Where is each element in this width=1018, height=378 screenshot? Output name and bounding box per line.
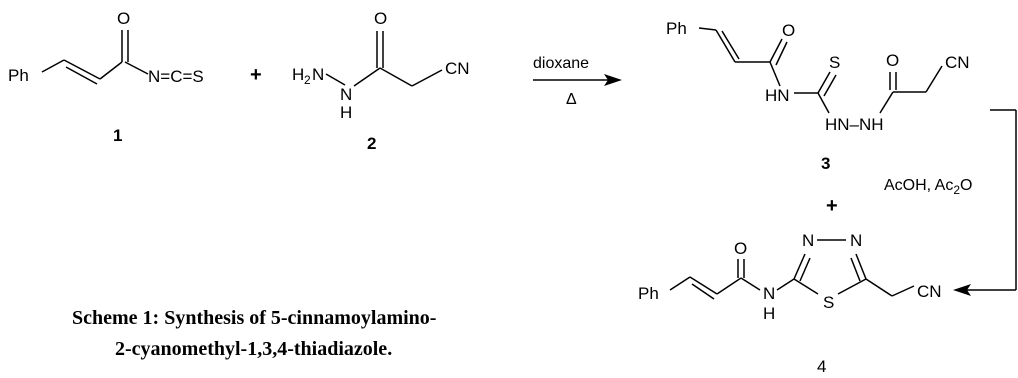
compound-4-ring-n2: N [850, 231, 862, 250]
compound-2-carbonyl-o: O [374, 9, 387, 28]
compound-3-structure: Ph O HN S HN–NH O CN 3 [666, 19, 970, 173]
compound-1-number: 1 [113, 126, 122, 145]
caption-line-2: 2-cyanomethyl-1,3,4-thiadiazole. [115, 338, 392, 360]
reaction-arrow-2: AcOH, Ac2O [884, 109, 1017, 296]
compound-1-carbonyl-o: O [117, 9, 130, 28]
plus-sign-2: + [826, 195, 838, 217]
scheme-caption: Scheme 1: Synthesis of 5-cinnamoylamino-… [72, 307, 436, 360]
compound-4-amide-h: H [763, 304, 775, 323]
compound-3-number: 3 [821, 154, 830, 173]
compound-3-thione-s: S [829, 53, 840, 72]
plus-sign-1: + [250, 64, 262, 86]
compound-2-h2n-h: H [292, 65, 304, 84]
compound-3-hydrazide-nh: HN–NH [825, 115, 884, 134]
compound-3-carbonyl-o2: O [886, 51, 899, 70]
arrow-1-reagent: dioxane [533, 55, 589, 72]
compound-4-structure: Ph O N H N N S CN 4 [638, 231, 942, 376]
compound-2-cn: CN [445, 59, 470, 78]
compound-1-structure: Ph O N=C=S 1 [8, 9, 204, 145]
compound-3-carbonyl-o1: O [782, 21, 795, 40]
caption-line-1: Scheme 1: Synthesis of 5-cinnamoylamino- [72, 307, 436, 329]
compound-4-number: 4 [817, 357, 826, 376]
compound-1-isothiocyanate: N=C=S [148, 67, 204, 86]
compound-2-h2n-subscript: 2 [304, 73, 311, 87]
compound-2-structure: H 2 N N H O CN 2 [292, 9, 470, 153]
compound-4-amide-n: N [763, 284, 775, 303]
compound-3-ph-label: Ph [666, 19, 687, 38]
compound-1-ph-label: Ph [8, 66, 29, 85]
compound-3-cn: CN [945, 53, 970, 72]
compound-4-ring-n1: N [802, 231, 814, 250]
compound-4-cn: CN [917, 282, 942, 301]
compound-4-ph-label: Ph [638, 284, 659, 303]
compound-4-ring-s: S [823, 293, 834, 312]
arrow-1-condition: Δ [566, 91, 577, 108]
compound-2-h2n-n: N [312, 65, 324, 84]
compound-2-nh-h: H [340, 103, 352, 122]
compound-2-nh-n: N [340, 85, 352, 104]
compound-4-carbonyl-o: O [734, 239, 747, 258]
compound-3-hn-amide: HN [765, 86, 790, 105]
reaction-arrow-1: dioxane Δ [533, 55, 622, 108]
arrow-2-reagent: AcOH, Ac2O [884, 177, 973, 197]
compound-2-number: 2 [367, 134, 376, 153]
